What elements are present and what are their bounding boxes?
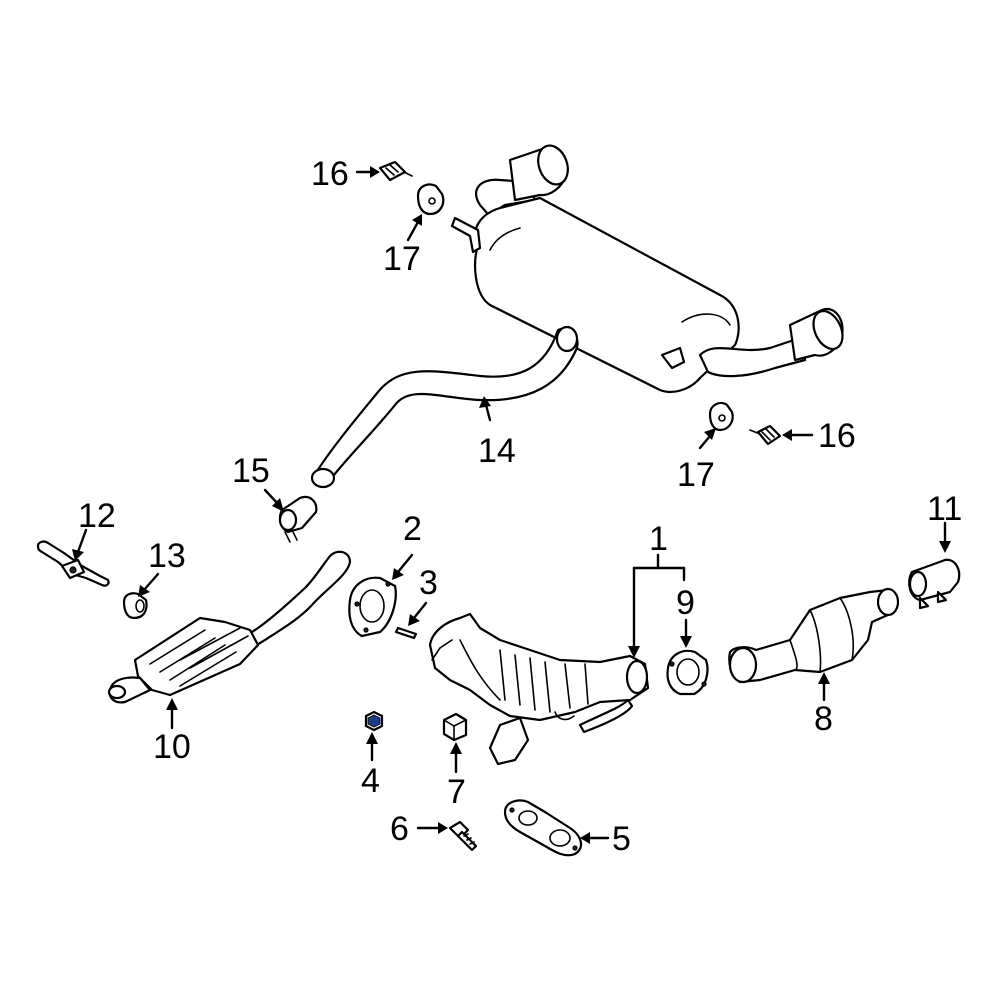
callout-6: 6 (390, 810, 409, 848)
callout-5: 5 (612, 820, 631, 858)
stud-3 (394, 626, 418, 640)
catalytic-converter-8 (728, 587, 900, 684)
insulator-upper (416, 183, 445, 216)
callout-12: 12 (78, 497, 116, 535)
callout-1: 1 (649, 520, 668, 558)
bracket-12 (36, 540, 110, 587)
front-pipe-converter (107, 550, 352, 704)
callout-3: 3 (419, 564, 438, 602)
clamp-15 (278, 495, 318, 543)
callout-14: 14 (478, 432, 516, 470)
callout-17-upper: 17 (383, 240, 421, 278)
callout-7: 7 (447, 773, 466, 811)
callout-2: 2 (403, 510, 422, 548)
gasket-9 (666, 649, 709, 696)
hanger-lower (749, 424, 782, 446)
gasket-2 (348, 576, 397, 638)
clamp-11 (908, 558, 961, 610)
callout-4: 4 (361, 762, 380, 800)
nut-7 (442, 712, 468, 742)
callout-15: 15 (232, 452, 270, 490)
callout-8: 8 (814, 700, 833, 738)
bolt-6 (448, 820, 478, 852)
callout-13: 13 (148, 537, 186, 575)
insulator-13 (122, 592, 148, 620)
converter-assembly-1 (428, 612, 650, 766)
callout-9: 9 (676, 584, 695, 622)
callout-11: 11 (927, 490, 962, 528)
callout-16-lower: 16 (818, 417, 856, 455)
callout-16-upper: 16 (311, 155, 349, 193)
insulator-lower (708, 401, 734, 432)
callout-17-lower: 17 (677, 456, 715, 494)
nut-4 (364, 710, 384, 732)
callout-10: 10 (153, 728, 191, 766)
callout-labels: 16 17 14 17 16 15 12 13 10 2 3 4 7 6 5 1… (78, 155, 962, 858)
rear-muffler-assembly (310, 144, 844, 489)
gasket-5 (503, 799, 583, 857)
callout-arrows (72, 166, 951, 844)
hanger-upper (378, 160, 413, 182)
